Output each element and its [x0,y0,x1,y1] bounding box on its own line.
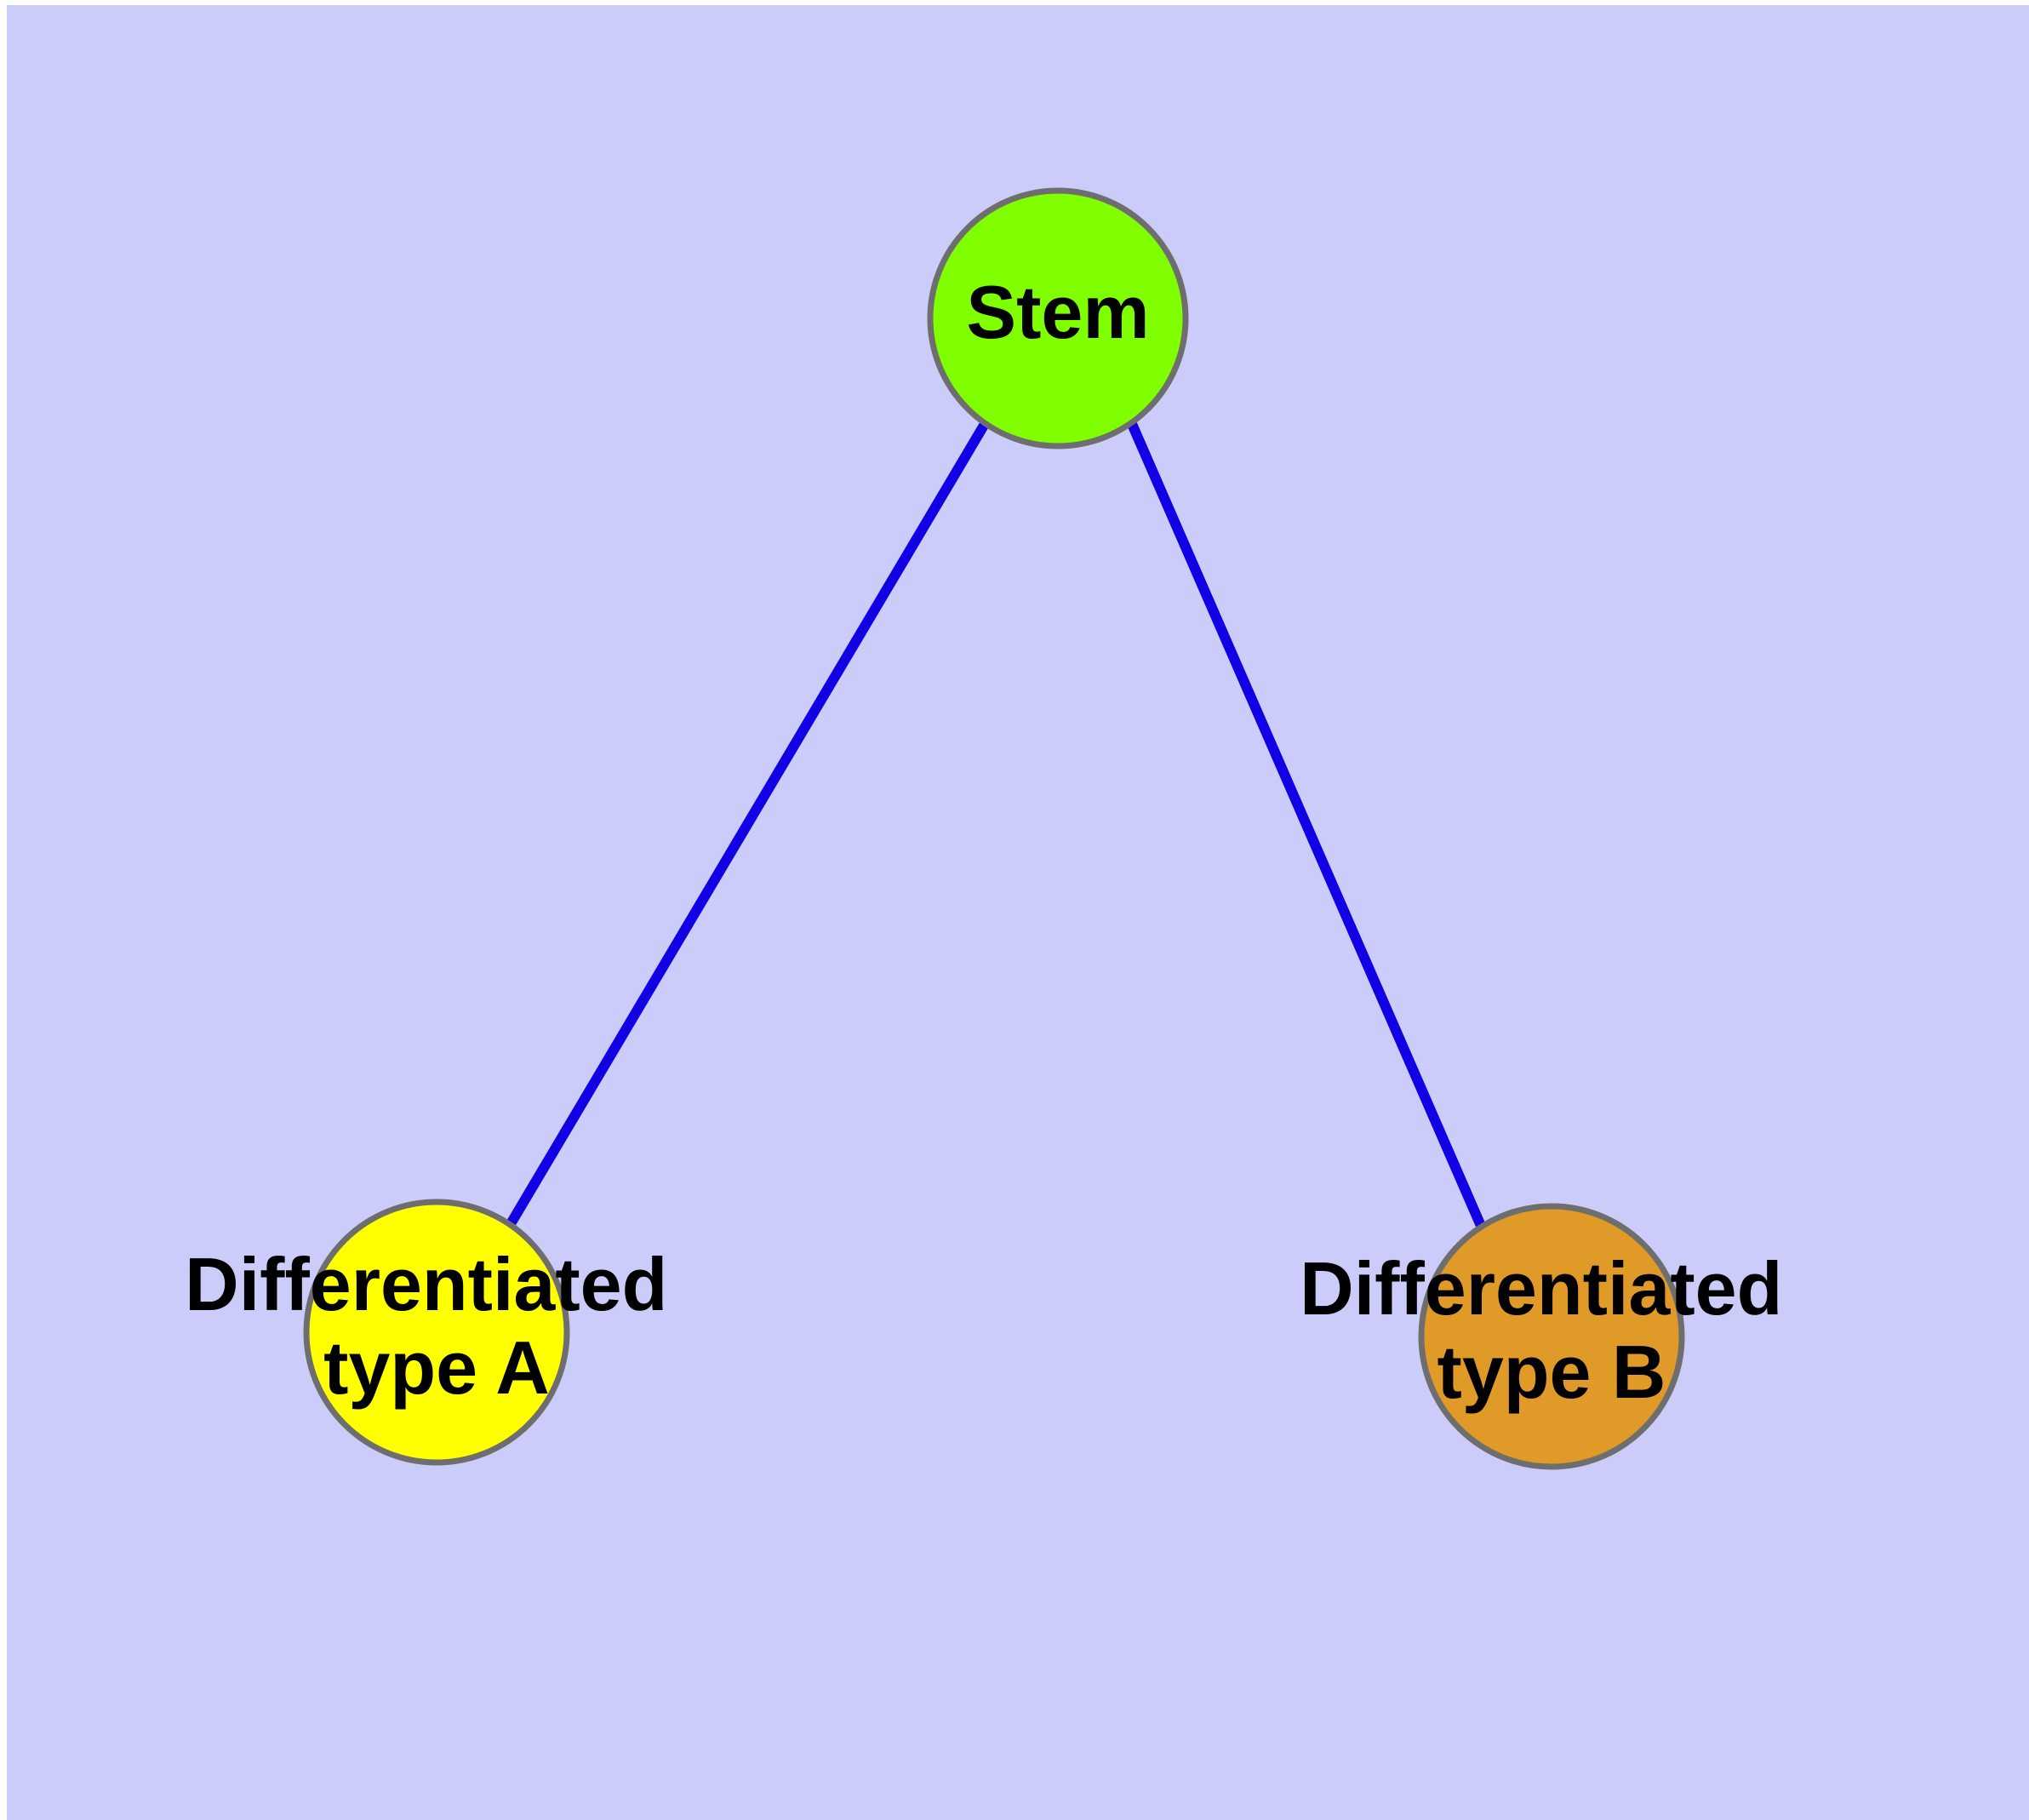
node-label-line: type A [323,1325,550,1410]
node-label-differentiated-type-b: Differentiated type B [1300,1246,1803,1414]
node-differentiated-type-a[interactable]: Differentiated type A [185,1199,689,1466]
nodes-layer: Stem Differentiated type A Differentiate… [185,187,1803,1470]
edges-layer [506,421,1486,1228]
node-differentiated-type-b[interactable]: Differentiated type B [1300,1203,1803,1470]
edge-stem-to-differentiated-type-b[interactable] [1127,421,1486,1228]
node-label-differentiated-type-a: Differentiated type A [185,1242,689,1410]
node-label-line: type B [1437,1330,1666,1414]
node-circle-differentiated-type-b[interactable] [1418,1203,1685,1470]
node-circle-stem[interactable] [927,187,1189,449]
edge-stem-to-differentiated-type-a[interactable] [506,421,990,1226]
node-circle-differentiated-type-a[interactable] [303,1199,570,1466]
node-label-line: Stem [966,270,1149,354]
node-label-line: Differentiated [1300,1246,1782,1331]
node-label-line: Differentiated [185,1242,667,1326]
node-label-stem: Stem [966,270,1149,354]
node-stem[interactable]: Stem [927,187,1189,449]
